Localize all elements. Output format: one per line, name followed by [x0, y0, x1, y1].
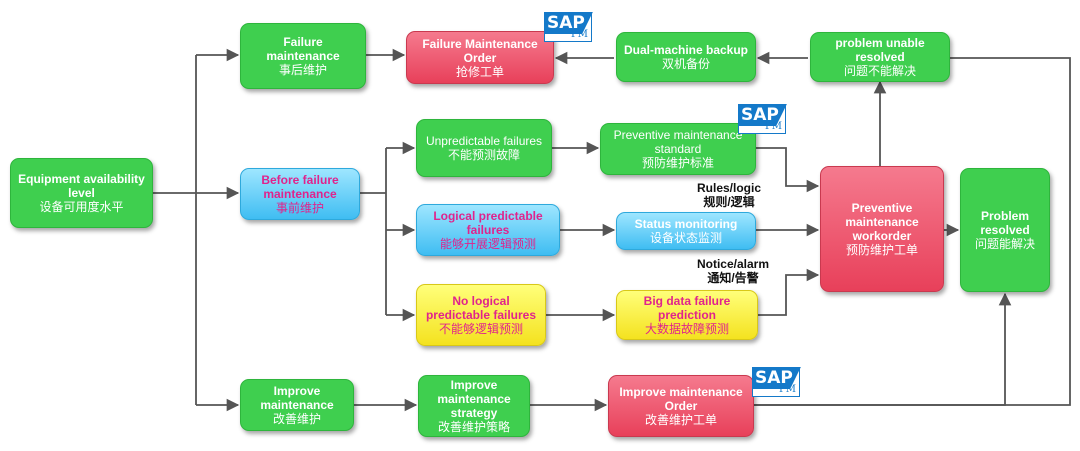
- node-preventive-maintenance-standard: Preventive maintenance standard 预防维护标准: [600, 123, 756, 175]
- node-big-data-failure-prediction: Big data failure prediction 大数据故障预测: [616, 290, 758, 340]
- node-status-monitoring: Status monitoring 设备状态监测: [616, 212, 756, 250]
- edge-label-cn: 通知/告警: [707, 271, 759, 285]
- node-label-en: Before failure maintenance: [261, 173, 339, 201]
- node-label-cn: 设备状态监测: [649, 231, 722, 245]
- node-label-cn: 抢修工单: [455, 64, 504, 79]
- node-label-en: Problem resolved: [980, 209, 1030, 237]
- node-label-en: Preventive maintenance standard: [613, 128, 743, 156]
- node-label-cn: 事前维护: [275, 201, 324, 215]
- node-label-cn: 不能够逻辑预测: [438, 322, 523, 336]
- sap-pm-logo-3: SAP PM: [752, 367, 801, 397]
- node-label-cn: 改善维护工单: [644, 413, 717, 427]
- node-label-cn: 双机备份: [661, 57, 710, 71]
- node-label-cn: 不能预测故障: [447, 148, 520, 162]
- node-label-en: Failure Maintenance Order: [422, 36, 538, 65]
- edge-label-rules-logic: Rules/logic 规则/逻辑: [686, 181, 772, 209]
- node-label-en: Big data failure prediction: [643, 294, 731, 322]
- node-improve-maintenance-strategy: Improve maintenance strategy 改善维护策略: [418, 375, 530, 437]
- sap-logo-word: SAP: [752, 367, 801, 389]
- node-label-cn: 预防维护标准: [641, 156, 714, 170]
- node-label-cn: 改善维护: [272, 412, 321, 426]
- sap-logo-suffix: PM: [779, 384, 796, 395]
- sap-logo-word: SAP: [738, 104, 787, 126]
- node-label-en: Improve maintenance strategy: [437, 378, 511, 420]
- node-label-en: Dual-machine backup: [623, 43, 749, 57]
- sap-pm-logo-1: SAP PM: [544, 12, 593, 42]
- node-label-en: Logical predictable failures: [433, 209, 543, 237]
- node-label-cn: 能够开展逻辑预测: [439, 237, 536, 251]
- node-label-en: Status monitoring: [634, 217, 738, 231]
- sap-pm-logo-2: SAP PM: [738, 104, 787, 134]
- node-before-failure-maintenance: Before failure maintenance 事前维护: [240, 168, 360, 220]
- edge-bigdata-to-workorder: [758, 268, 820, 316]
- node-logical-predictable-failures: Logical predictable failures 能够开展逻辑预测: [416, 204, 560, 256]
- node-failure-maintenance-order: Failure Maintenance Order 抢修工单: [406, 31, 554, 84]
- sap-logo-suffix: PM: [765, 121, 782, 132]
- node-label-en: Preventive maintenance workorder: [845, 201, 919, 243]
- edge-improve-order-to-resolved: [754, 292, 1012, 406]
- node-no-logical-predictable-failures: No logical predictable failures 不能够逻辑预测: [416, 284, 546, 346]
- edge-label-cn: 规则/逻辑: [703, 195, 755, 209]
- node-improve-maintenance: Improve maintenance 改善维护: [240, 379, 354, 431]
- node-label-en: Unpredictable failures: [425, 134, 543, 148]
- node-label-en: No logical predictable failures: [425, 294, 537, 322]
- edge-standard-to-workorder: [756, 147, 820, 193]
- node-label-en: Improve maintenance: [260, 384, 334, 412]
- node-label-en: problem unable resolved: [835, 36, 925, 64]
- node-problem-resolved: Problem resolved 问题能解决: [960, 168, 1050, 292]
- node-equipment-availability: Equipment availability level 设备可用度水平: [10, 158, 153, 228]
- node-label-cn: 大数据故障预测: [644, 322, 729, 336]
- sap-logo-suffix: PM: [571, 29, 588, 40]
- node-label-en: Improve maintenance Order: [619, 385, 743, 413]
- node-problem-unable-resolved: problem unable resolved 问题不能解决: [810, 32, 950, 82]
- node-label-cn: 设备可用度水平: [39, 200, 124, 214]
- node-label-en: Equipment availability level: [18, 172, 145, 200]
- node-label-cn: 问题不能解决: [843, 64, 916, 78]
- sap-logo-word: SAP: [544, 12, 593, 34]
- node-unpredictable-failures: Unpredictable failures 不能预测故障: [416, 119, 552, 177]
- node-dual-machine-backup: Dual-machine backup 双机备份: [616, 32, 756, 82]
- edge-label-en: Rules/logic: [696, 181, 761, 195]
- node-label-cn: 预防维护工单: [845, 243, 918, 257]
- node-label-cn: 问题能解决: [974, 237, 1035, 251]
- node-failure-maintenance: Failure maintenance 事后维护: [240, 23, 366, 89]
- node-preventive-maintenance-workorder: Preventive maintenance workorder 预防维护工单: [820, 166, 944, 292]
- edge-label-en: Notice/alarm: [696, 257, 770, 271]
- node-label-en: Failure maintenance: [266, 35, 340, 63]
- node-improve-maintenance-order: Improve maintenance Order 改善维护工单: [608, 375, 754, 437]
- edge-label-notice-alarm: Notice/alarm 通知/告警: [688, 257, 778, 285]
- node-label-cn: 事后维护: [278, 63, 327, 77]
- node-label-cn: 改善维护策略: [437, 420, 510, 434]
